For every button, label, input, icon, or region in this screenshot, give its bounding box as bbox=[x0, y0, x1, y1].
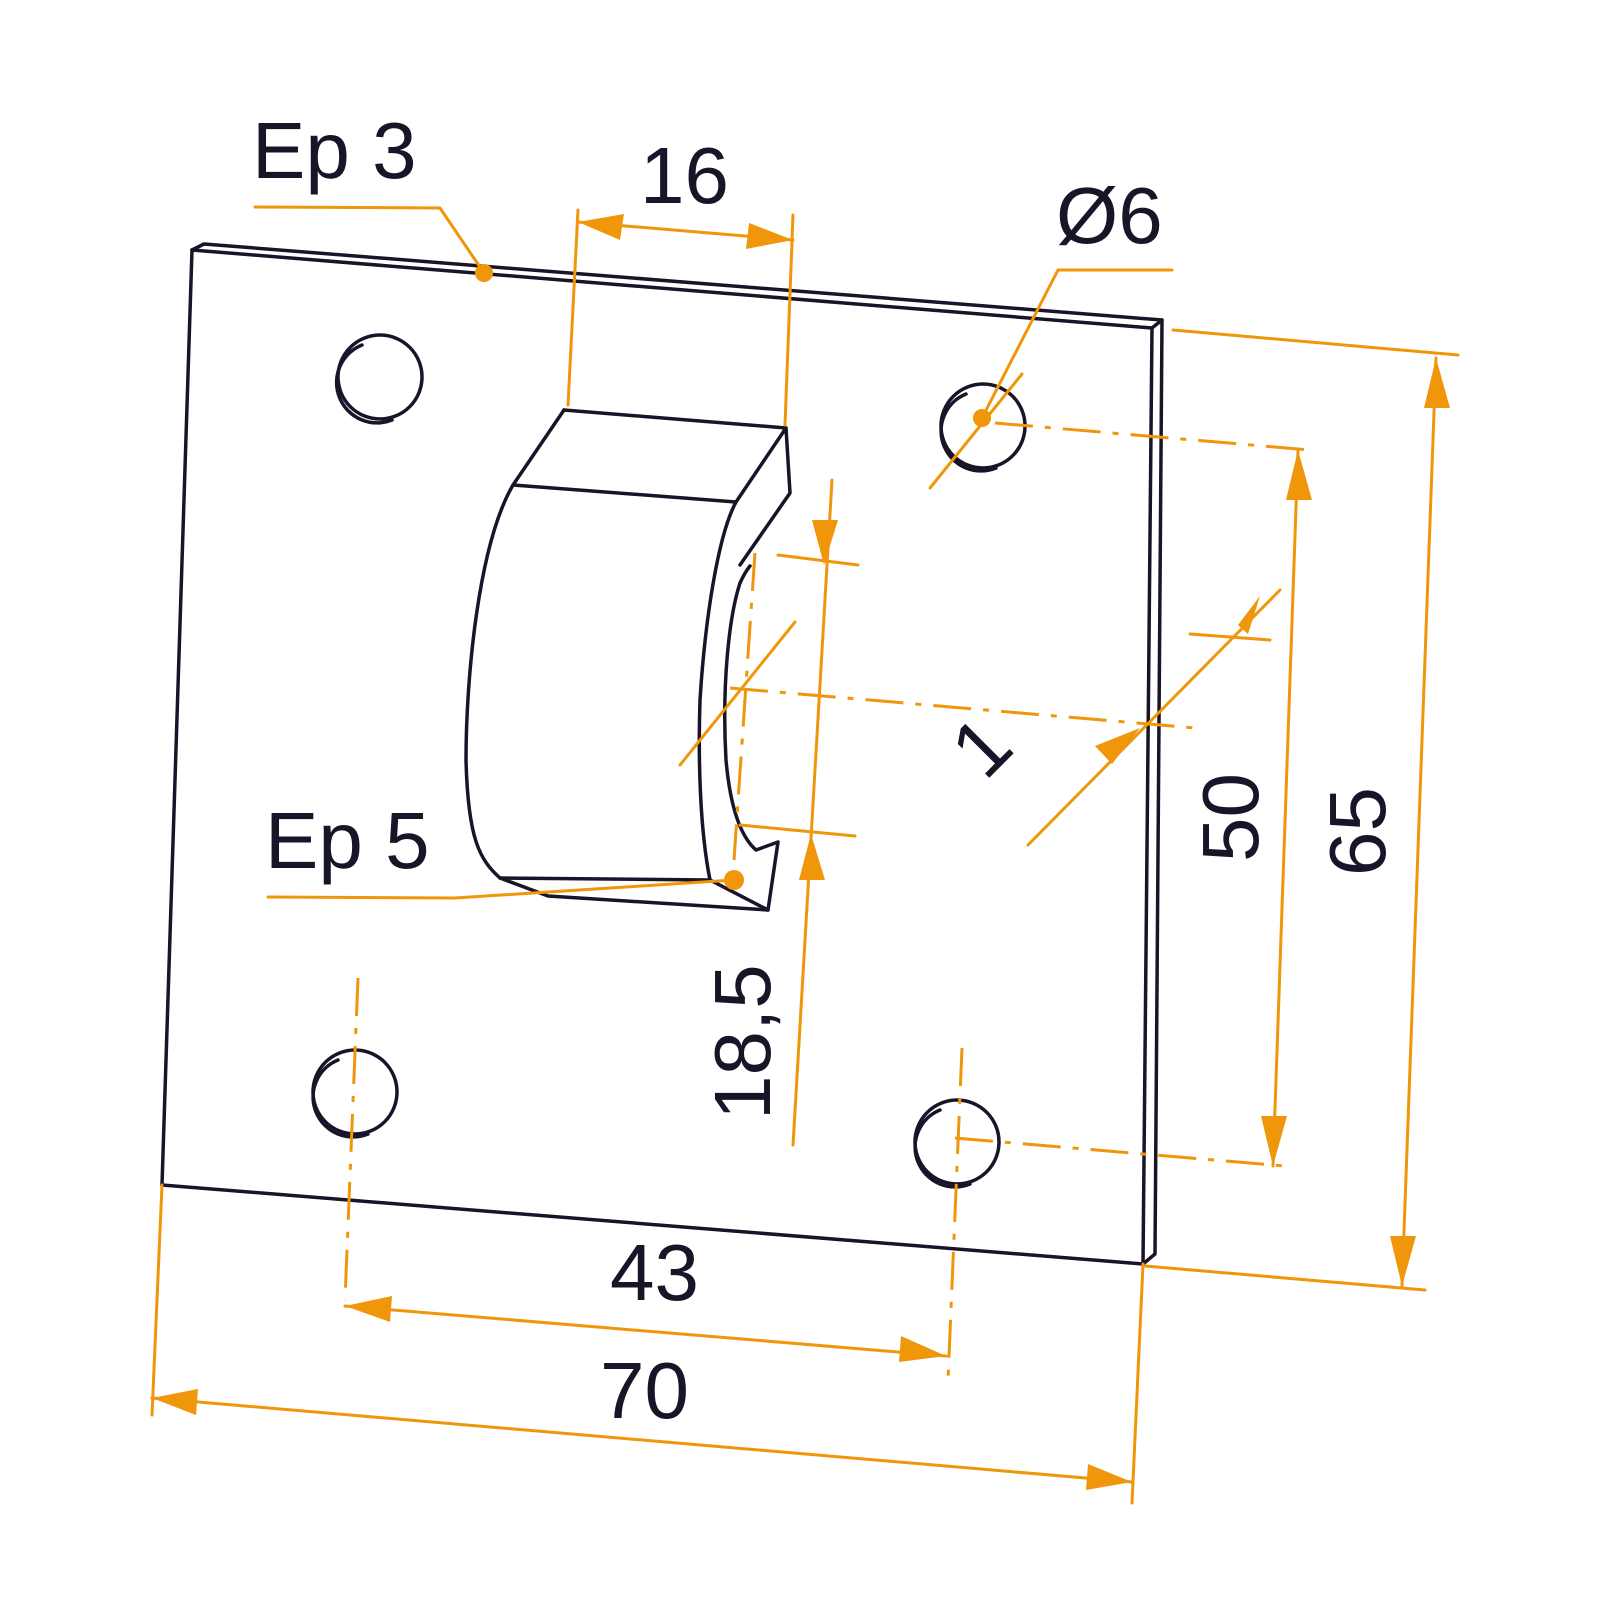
plate-top-thickness bbox=[190, 242, 1164, 330]
plate-outline bbox=[160, 242, 1164, 1266]
dim-65: 65 bbox=[1143, 328, 1460, 1292]
dim-43: 43 bbox=[343, 1228, 948, 1362]
plate-top-edge bbox=[190, 248, 1154, 330]
dia6-label: Ø6 bbox=[1056, 171, 1163, 260]
dim-65-label: 65 bbox=[1313, 787, 1402, 876]
dim-18-5-label: 18,5 bbox=[698, 964, 787, 1120]
dim-70: 70 bbox=[150, 1183, 1145, 1505]
ep3-leader: Ep 3 bbox=[252, 106, 493, 282]
plate-bottom-edge bbox=[160, 1183, 1145, 1266]
hole-centerlines bbox=[343, 421, 1311, 1381]
dia6-leader: Ø6 bbox=[928, 171, 1174, 490]
bracket bbox=[464, 408, 792, 912]
dim-50-label: 50 bbox=[1186, 773, 1275, 862]
ep3-label: Ep 3 bbox=[252, 106, 417, 195]
dim-43-label: 43 bbox=[610, 1228, 699, 1317]
holes bbox=[311, 333, 1027, 1189]
plate-right-edge bbox=[1141, 326, 1154, 1266]
hole-top-left bbox=[334, 333, 424, 425]
dim-16-label: 16 bbox=[640, 131, 729, 220]
dim-18-5: 18,5 bbox=[698, 478, 860, 1147]
dim-16: 16 bbox=[566, 131, 795, 427]
dim-50: 50 bbox=[1186, 448, 1312, 1168]
ep5-label: Ep 5 bbox=[265, 796, 430, 885]
plate-left-edge bbox=[160, 248, 194, 1187]
plate-right-thickness bbox=[1141, 318, 1164, 1266]
dim-70-label: 70 bbox=[600, 1346, 689, 1435]
ep5-leader: Ep 5 bbox=[265, 796, 744, 900]
